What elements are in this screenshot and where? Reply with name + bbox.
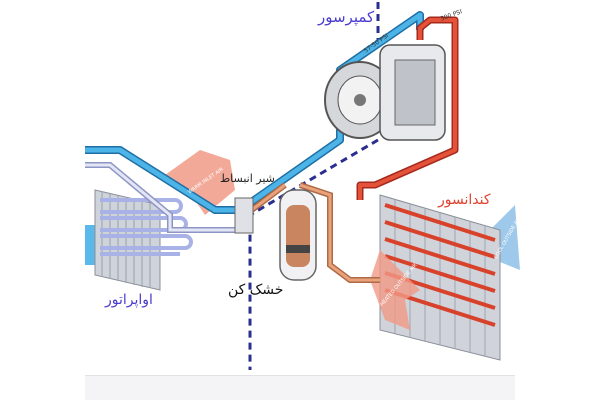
discharge-line-highlight [358, 18, 457, 200]
warm-air-arrow [165, 150, 235, 215]
expansion-valve [234, 197, 254, 234]
heated-air-arrow [370, 250, 420, 330]
compressor-label: کمپرسور [318, 8, 375, 26]
compressor [324, 44, 446, 141]
suction-line-highlight [85, 12, 423, 213]
condenser-label: کندانسور [438, 192, 491, 208]
expansion-valve-label: شیر انبساط [220, 172, 275, 185]
bottom-bar [85, 375, 515, 400]
evaporator-return-line-highlight [85, 163, 240, 232]
receiver-dryer [279, 189, 317, 281]
evaporator-label: اواپراتور [105, 292, 153, 308]
condenser [370, 194, 501, 361]
dryer-label: خشک کن [228, 282, 284, 298]
evaporator [85, 189, 193, 291]
